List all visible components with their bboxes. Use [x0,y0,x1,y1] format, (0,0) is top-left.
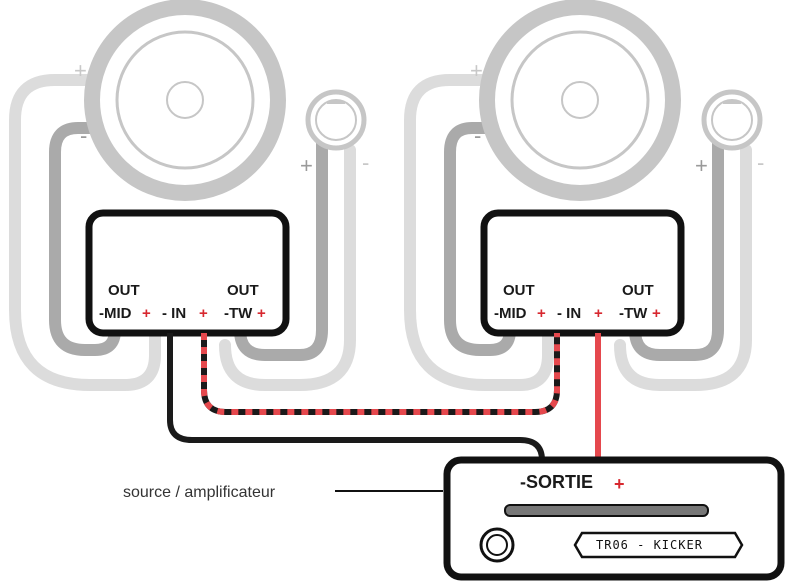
crossover-in-plus: + [594,305,603,322]
crossover-right: OUT OUT -MID + - IN + -TW + [480,209,685,337]
woofer-plus-sign-right: + [470,58,483,83]
head-unit: -SORTIE + TR06 - KICKER [443,456,785,581]
crossover-tw-plus: + [257,305,266,322]
tweeter-right [701,89,763,151]
crossover-out-tw-label: OUT [622,282,654,299]
head-unit-output-label: -SORTIE [520,472,593,492]
woofer-left [84,0,286,201]
woofer-positive-wire-right [404,74,554,391]
display-panel [573,531,744,559]
woofer-positive-wire-left [9,74,161,391]
tweeter-negative-wire-left [219,144,356,391]
volume-knob-icon [479,527,515,563]
display-text: TR06 - KICKER [596,538,703,552]
crossover-left: OUT OUT -MID + - IN + -TW + [85,209,290,337]
crossover-out-mid-label: OUT [108,282,140,299]
crossover-tw-minus: -TW [224,305,253,322]
woofer-negative-wire-right [444,122,516,356]
speaker-set-left: + - + - OUT OUT -MID + - IN + -TW + [9,0,369,391]
crossover-tw-plus: + [652,305,661,322]
crossover-in-minus: - IN [557,305,581,322]
source-label: source / amplificateur [123,484,276,501]
crossover-in-minus: - IN [162,305,186,322]
input-negative-wire [167,333,545,461]
crossover-mid-minus: -MID [99,305,132,322]
cd-slot [504,504,709,517]
tweeter-minus-sign-left: - [362,150,369,175]
head-unit-output-plus: + [614,474,625,494]
woofer-plus-sign-left: + [74,58,87,83]
crossover-tw-minus: -TW [619,305,648,322]
woofer-negative-wire-left [49,122,121,356]
tweeter-left [305,89,367,151]
speaker-set-right: + - + - OUT OUT -MID + - IN + -TW + [404,0,764,391]
crossover-out-mid-label: OUT [503,282,535,299]
crossover-in-plus: + [199,305,208,322]
crossover-mid-minus: -MID [494,305,527,322]
tweeter-positive-wire-left [234,134,328,361]
tweeter-plus-sign-right: + [695,153,708,178]
crossover-mid-plus: + [142,305,151,322]
crossover-mid-plus: + [537,305,546,322]
tweeter-negative-wire-right [614,144,752,391]
woofer-minus-sign-right: - [474,123,481,148]
bridge-wire-base [201,333,560,415]
tweeter-positive-wire-right [629,134,724,361]
crossover-out-tw-label: OUT [227,282,259,299]
woofer-right [479,0,681,201]
tweeter-minus-sign-right: - [757,150,764,175]
tweeter-plus-sign-left: + [300,153,313,178]
woofer-minus-sign-left: - [80,123,87,148]
